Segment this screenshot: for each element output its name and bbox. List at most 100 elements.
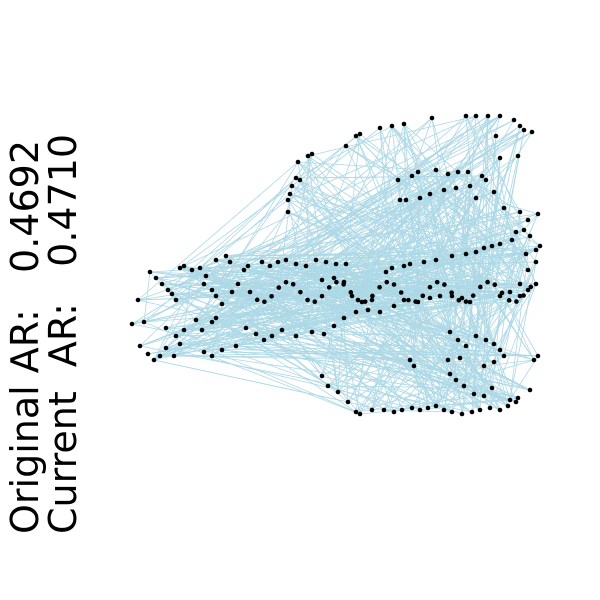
graph-node [433, 167, 439, 173]
graph-node [193, 317, 199, 323]
graph-edge [429, 193, 461, 359]
graph-node [309, 151, 315, 157]
graph-edge [247, 265, 519, 399]
graph-node [275, 259, 281, 265]
graph-edge [355, 311, 445, 411]
graph-node [456, 297, 462, 303]
graph-node [445, 171, 451, 177]
graph-edge [153, 283, 205, 361]
graph-node [527, 387, 533, 393]
graph-edge [243, 245, 493, 271]
graph-node [487, 405, 493, 411]
graph-node [521, 227, 527, 233]
graph-node [501, 353, 507, 359]
graph-node [334, 279, 339, 285]
graph-node [511, 117, 517, 123]
graph-node [321, 331, 327, 337]
graph-node [407, 357, 413, 363]
graph-edge [203, 351, 539, 357]
graph-node [397, 197, 403, 203]
graph-node [153, 275, 159, 281]
graph-node [497, 347, 503, 353]
graph-node [409, 173, 415, 179]
graph-edge [179, 267, 335, 279]
graph-edge [461, 295, 474, 415]
graph-edge [191, 199, 401, 271]
graph-edge [139, 207, 505, 347]
graph-edge [147, 317, 345, 355]
graph-edge [307, 115, 477, 157]
graph-node [135, 297, 141, 303]
graph-edge [345, 145, 527, 255]
graph-node [269, 333, 275, 339]
graph-node [453, 377, 459, 383]
graph-node [478, 284, 483, 290]
graph-edge [225, 255, 273, 337]
graph-node [447, 329, 453, 335]
graph-edge [173, 185, 471, 357]
graph-node [262, 299, 267, 305]
graph-node [417, 195, 423, 201]
graph-edge [289, 193, 467, 255]
graph-node [505, 403, 511, 409]
graph-node [514, 299, 519, 304]
graph-node [537, 243, 543, 249]
graph-edge [243, 117, 433, 271]
graph-edge [419, 283, 537, 411]
graph-node [151, 357, 157, 363]
graph-edge [325, 261, 517, 403]
graph-edge [451, 295, 487, 341]
graph-node [427, 191, 433, 197]
graph-node [245, 263, 251, 269]
graph-edge [143, 119, 515, 323]
graph-edge [161, 281, 345, 285]
graph-edge [161, 261, 231, 285]
graph-node [213, 293, 219, 299]
graph-node [399, 407, 405, 413]
graph-node [463, 251, 469, 257]
graph-node [407, 261, 413, 267]
graph-edge [295, 125, 393, 179]
graph-node [525, 267, 531, 273]
graph-node [506, 298, 512, 303]
graph-edge [215, 295, 519, 399]
graph-node [233, 343, 239, 349]
graph-edge [137, 161, 299, 301]
graph-edge [183, 265, 517, 403]
graph-node [343, 261, 349, 267]
graph-node [173, 333, 179, 339]
graph-node [309, 329, 315, 335]
graph-edge [221, 243, 501, 351]
graph-node [247, 289, 253, 295]
graph-node [319, 373, 325, 379]
graph-edge [487, 115, 521, 285]
graph-node [463, 113, 469, 119]
graph-edge [403, 123, 429, 409]
graph-node [303, 263, 309, 269]
graph-node [449, 253, 455, 259]
graph-node [398, 290, 404, 295]
graph-edge [357, 299, 449, 361]
graph-node [331, 323, 337, 329]
graph-edge [137, 299, 531, 391]
graph-edge [403, 265, 415, 367]
graph-node [276, 285, 282, 290]
graph-node [427, 295, 433, 301]
graph-node [491, 189, 497, 195]
graph-edge [333, 289, 529, 327]
graph-node [455, 169, 461, 175]
graph-node [377, 309, 383, 315]
graph-node [213, 315, 219, 321]
graph-edge [263, 189, 445, 341]
graph-node [345, 399, 351, 405]
graph-node [243, 325, 249, 331]
graph-node [517, 281, 523, 287]
graph-node [449, 293, 455, 299]
graph-edge [443, 251, 477, 411]
graph-edge [403, 123, 445, 191]
graph-node [525, 217, 531, 223]
graph-node [141, 319, 147, 325]
graph-node [391, 282, 397, 287]
graph-node [434, 279, 440, 285]
graph-edge [447, 359, 493, 389]
